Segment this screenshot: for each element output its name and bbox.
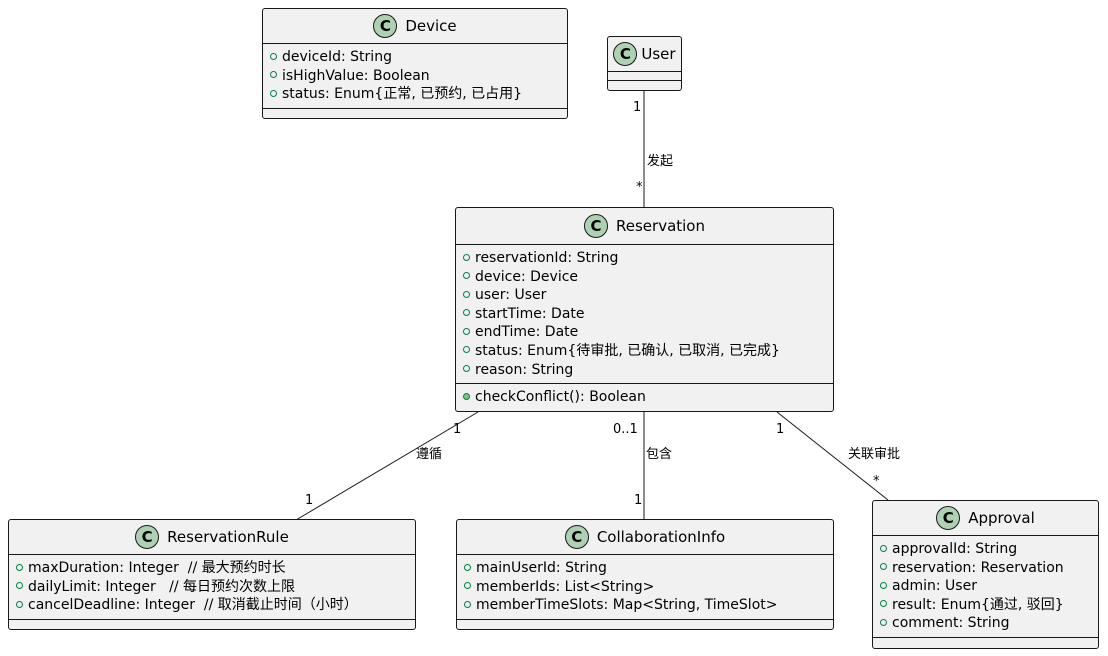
multiplicity-collab: 1 <box>634 493 643 508</box>
edge-reservation-rule <box>295 411 479 521</box>
class-approval[interactable]: C Approval approvalId: String reservatio… <box>872 500 1099 649</box>
public-visibility-icon <box>270 89 277 97</box>
public-method-icon <box>463 392 470 400</box>
multiplicity-user: 1 <box>633 100 642 115</box>
relation-label-approve: 关联审批 <box>848 447 901 462</box>
attribute-row: reservation: Reservation <box>880 559 1098 578</box>
multiplicity-reservation-initiate: * <box>636 180 643 195</box>
attributes-section: mainUserId: String memberIds: List<Strin… <box>457 554 833 619</box>
attribute-row: dailyLimit: Integer // 每日预约次数上限 <box>16 578 415 597</box>
methods-section <box>608 80 681 90</box>
attribute-row: status: Enum{正常, 已预约, 已占用} <box>270 85 567 104</box>
class-device[interactable]: C Device deviceId: String isHighValue: B… <box>262 8 568 119</box>
public-visibility-icon <box>880 563 887 571</box>
public-visibility-icon <box>16 582 23 590</box>
public-visibility-icon <box>16 600 23 608</box>
class-name: Reservation <box>616 217 705 235</box>
attribute-row: isHighValue: Boolean <box>270 67 567 86</box>
public-visibility-icon <box>880 544 887 552</box>
public-visibility-icon <box>270 52 277 60</box>
class-header: C ReservationRule <box>9 520 415 554</box>
public-visibility-icon <box>463 346 470 354</box>
public-visibility-icon <box>463 309 470 317</box>
public-visibility-icon <box>464 563 471 571</box>
public-visibility-icon <box>463 327 470 335</box>
attribute-row: result: Enum{通过, 驳回} <box>880 596 1098 615</box>
class-header: C CollaborationInfo <box>457 520 833 554</box>
attributes-section <box>608 71 681 80</box>
class-badge-icon: C <box>373 14 398 38</box>
methods-section: checkConflict(): Boolean <box>456 383 833 411</box>
attribute-row: cancelDeadline: Integer // 取消截止时间（小时） <box>16 596 415 615</box>
class-header: C Approval <box>873 501 1098 535</box>
attribute-row: admin: User <box>880 577 1098 596</box>
attribute-row: startTime: Date <box>463 305 833 324</box>
class-badge-icon: C <box>936 506 961 530</box>
method-row: checkConflict(): Boolean <box>463 388 833 407</box>
class-user[interactable]: C User <box>607 36 682 91</box>
class-name: CollaborationInfo <box>596 528 726 546</box>
class-reservation[interactable]: C Reservation reservationId: String devi… <box>455 207 834 412</box>
edge-reservation-approval <box>776 411 889 501</box>
attribute-row: deviceId: String <box>270 48 567 67</box>
class-badge-icon: C <box>613 42 638 66</box>
public-visibility-icon <box>463 272 470 280</box>
attributes-section: approvalId: String reservation: Reservat… <box>873 535 1098 637</box>
class-reservation-rule[interactable]: C ReservationRule maxDuration: Integer /… <box>8 519 416 630</box>
multiplicity-reservation-approve: 1 <box>776 422 785 437</box>
public-visibility-icon <box>464 600 471 608</box>
methods-section <box>873 636 1098 646</box>
public-visibility-icon <box>880 600 887 608</box>
class-name: User <box>641 45 676 63</box>
relation-label-initiate: 发起 <box>647 154 674 169</box>
public-visibility-icon <box>270 71 277 79</box>
methods-section <box>263 107 567 117</box>
attribute-row: user: User <box>463 286 833 305</box>
attribute-row: memberIds: List<String> <box>464 578 833 597</box>
class-header: C Device <box>263 9 567 43</box>
public-visibility-icon <box>463 365 470 373</box>
attribute-row: mainUserId: String <box>464 559 833 578</box>
class-name: Device <box>405 17 457 35</box>
class-header: C Reservation <box>456 208 833 244</box>
attribute-row: maxDuration: Integer // 最大预约时长 <box>16 559 415 578</box>
multiplicity-reservation-follow: 1 <box>453 422 462 437</box>
attribute-row: reason: String <box>463 361 833 380</box>
attribute-row: comment: String <box>880 614 1098 633</box>
class-name: Approval <box>968 509 1035 527</box>
class-badge-icon: C <box>584 214 608 238</box>
class-badge-icon: C <box>135 525 160 549</box>
methods-section <box>457 618 833 628</box>
methods-section <box>9 618 415 628</box>
class-badge-icon: C <box>564 525 589 549</box>
public-visibility-icon <box>16 563 23 571</box>
attributes-section: maxDuration: Integer // 最大预约时长 dailyLimi… <box>9 554 415 619</box>
attribute-row: endTime: Date <box>463 323 833 342</box>
public-visibility-icon <box>880 618 887 626</box>
public-visibility-icon <box>463 290 470 298</box>
multiplicity-reservation-contain: 0..1 <box>613 422 638 437</box>
public-visibility-icon <box>463 253 470 261</box>
relation-label-contain: 包含 <box>646 447 673 462</box>
attributes-section: reservationId: String device: Device use… <box>456 244 833 383</box>
multiplicity-rule: 1 <box>305 493 314 508</box>
public-visibility-icon <box>880 581 887 589</box>
attribute-row: memberTimeSlots: Map<String, TimeSlot> <box>464 596 833 615</box>
attribute-row: reservationId: String <box>463 249 833 268</box>
relation-label-follow: 遵循 <box>416 447 443 462</box>
multiplicity-approval: * <box>873 474 880 489</box>
public-visibility-icon <box>464 582 471 590</box>
attribute-row: device: Device <box>463 268 833 287</box>
class-name: ReservationRule <box>167 528 289 546</box>
class-collaboration-info[interactable]: C CollaborationInfo mainUserId: String m… <box>456 519 834 630</box>
attribute-row: status: Enum{待审批, 已确认, 已取消, 已完成} <box>463 342 833 361</box>
attribute-row: approvalId: String <box>880 540 1098 559</box>
attributes-section: deviceId: String isHighValue: Boolean st… <box>263 43 567 108</box>
class-header: C User <box>608 37 681 71</box>
